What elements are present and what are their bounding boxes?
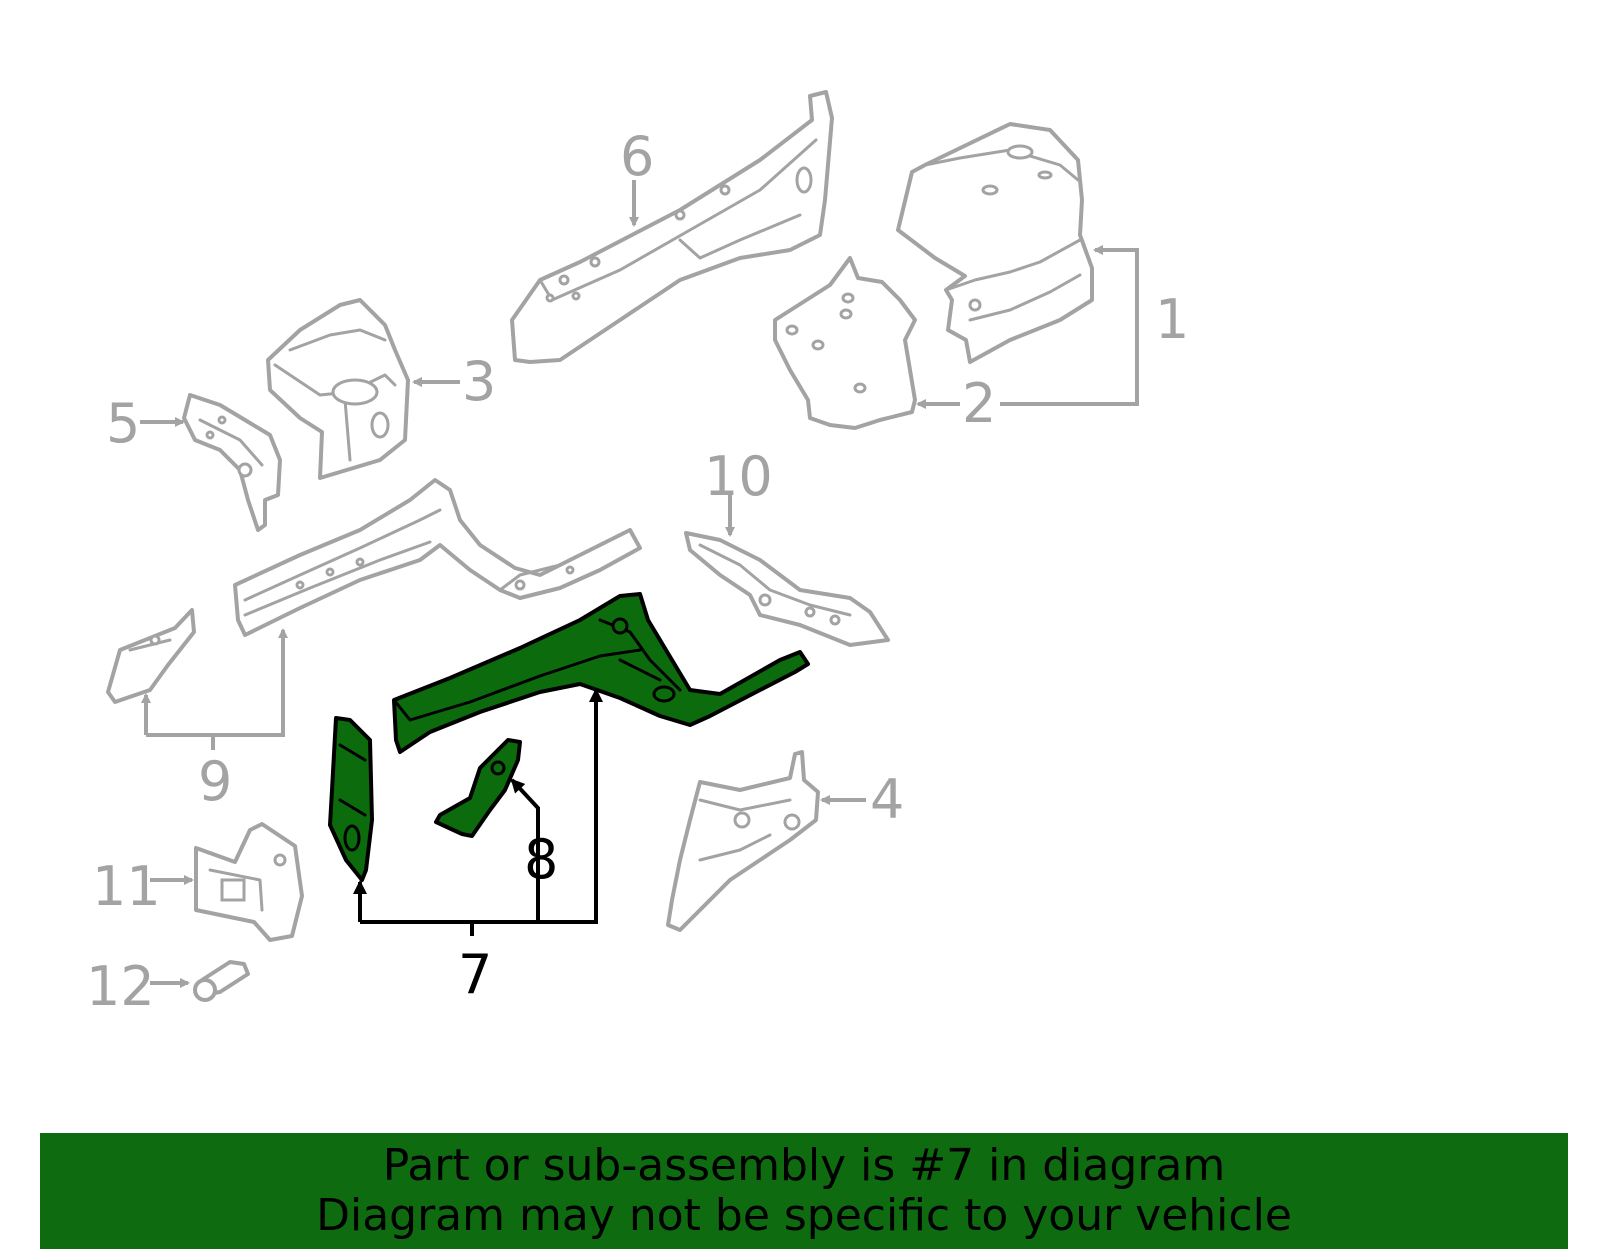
banner-line-1: Part or sub-assembly is #7 in diagram xyxy=(382,1140,1226,1191)
callout-1: 1 xyxy=(1155,288,1189,351)
part-2-inner-panel[interactable] xyxy=(773,256,917,430)
part-3-bracket[interactable] xyxy=(266,298,410,480)
leader-7b xyxy=(360,688,603,924)
callout-5: 5 xyxy=(106,392,140,455)
leader-1-2-bracket xyxy=(1000,324,1139,406)
leader-lines-active xyxy=(353,688,603,936)
part-9-small-bracket[interactable] xyxy=(106,608,196,704)
part-1-wheelhouse[interactable] xyxy=(896,122,1094,364)
callout-6: 6 xyxy=(620,125,654,188)
part-10-reinforcement[interactable] xyxy=(684,531,890,647)
callout-4: 4 xyxy=(870,768,904,831)
leader-8 xyxy=(510,778,540,922)
leader-lines xyxy=(140,180,1139,988)
part-7-vertical-bracket[interactable] xyxy=(328,716,374,882)
callout-8: 8 xyxy=(524,828,558,891)
part-7-small-bracket[interactable] xyxy=(434,738,522,838)
part-12-bolt[interactable] xyxy=(193,960,250,1002)
part-6-apron-rail[interactable] xyxy=(510,90,834,364)
part-9-side-rail[interactable] xyxy=(233,478,642,637)
callout-labels: 6 1 2 3 5 10 9 4 8 11 7 12 xyxy=(86,125,1189,1018)
callout-12: 12 xyxy=(86,955,155,1018)
part-4-bracket[interactable] xyxy=(666,750,820,932)
callout-10: 10 xyxy=(704,445,773,508)
part-11-mount[interactable] xyxy=(194,822,304,942)
leader-9b xyxy=(146,628,288,737)
callout-11: 11 xyxy=(92,855,161,918)
part-5-bracket[interactable] xyxy=(182,393,282,532)
callout-3: 3 xyxy=(462,350,496,413)
banner-line-2: Diagram may not be specific to your vehi… xyxy=(316,1190,1292,1241)
leader-1 xyxy=(1093,245,1139,324)
callout-9: 9 xyxy=(198,750,232,813)
callout-2: 2 xyxy=(962,372,996,435)
callout-7: 7 xyxy=(458,943,492,1006)
info-banner: Part or sub-assembly is #7 in diagram Di… xyxy=(40,1133,1568,1249)
part-7-front-side-member[interactable] xyxy=(392,592,810,754)
